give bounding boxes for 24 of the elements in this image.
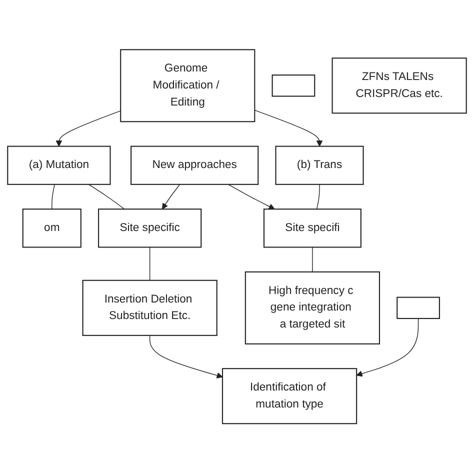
node-box: Site specific bbox=[98, 208, 202, 248]
node-box: Identification of mutation type bbox=[222, 368, 358, 424]
node-box: (b) Trans bbox=[275, 146, 364, 186]
connector bbox=[88, 184, 125, 210]
connector bbox=[149, 247, 150, 282]
node-box: Genome Modification / Editing bbox=[120, 49, 256, 122]
arrow bbox=[228, 184, 275, 210]
node-box: New approaches bbox=[130, 146, 259, 186]
node-box bbox=[272, 74, 316, 98]
node-box: Insertion Deletion Substitution Etc. bbox=[82, 280, 218, 336]
arrow bbox=[356, 318, 419, 378]
connector bbox=[312, 247, 313, 273]
arrow bbox=[149, 335, 223, 379]
node-box: ZFNs TALENs CRISPR/Cas etc. bbox=[332, 58, 467, 114]
node-box bbox=[396, 297, 440, 320]
node-box: Site specifi bbox=[263, 208, 362, 248]
node-box: High frequency c gene integration a targeted sit bbox=[244, 272, 380, 345]
connector bbox=[52, 184, 55, 210]
connector bbox=[316, 184, 320, 210]
arrow bbox=[162, 184, 180, 210]
node-box: om bbox=[22, 208, 82, 248]
arrow bbox=[56, 110, 121, 147]
arrow bbox=[254, 110, 323, 147]
node-box: (a) Mutation bbox=[7, 146, 111, 186]
